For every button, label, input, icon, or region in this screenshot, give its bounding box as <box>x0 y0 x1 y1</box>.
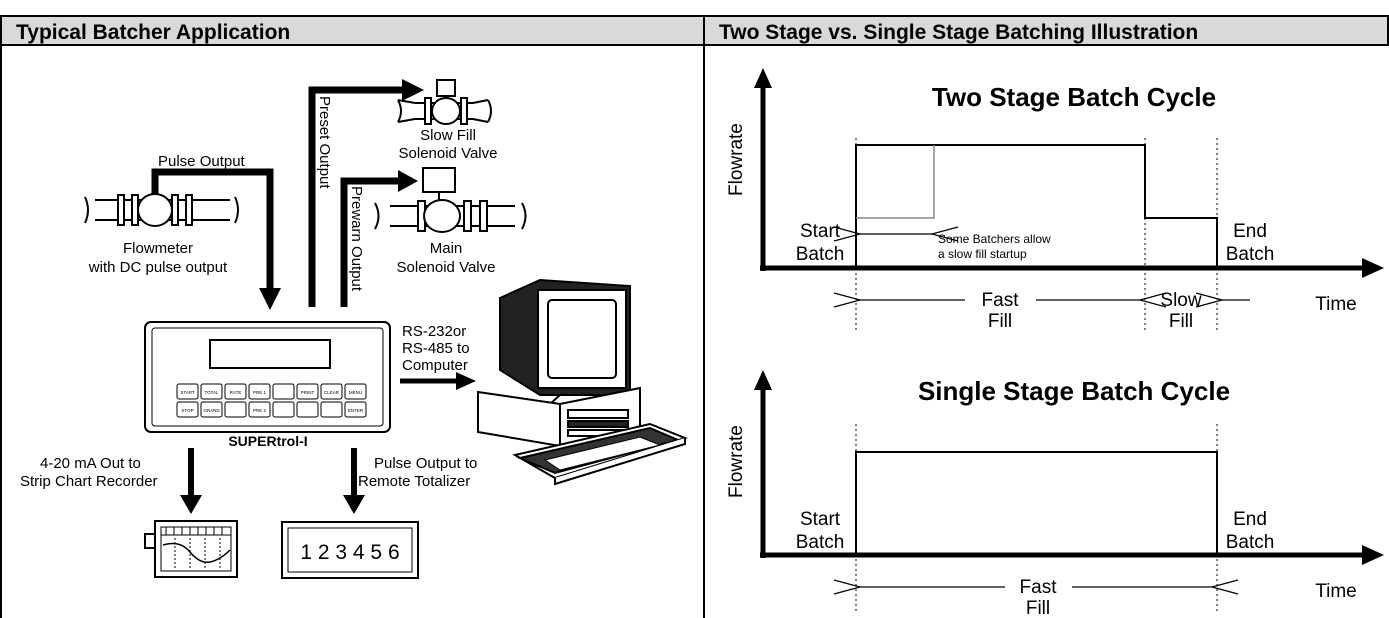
keypad-key <box>224 383 247 400</box>
preset-output-line <box>308 86 408 307</box>
pulse-output-line <box>151 168 274 300</box>
two-stage-start-label-2: Batch <box>796 244 845 265</box>
left-panel-title: Typical Batcher Application <box>0 15 703 46</box>
left-border <box>0 46 2 618</box>
keypad-key-label: STOP <box>181 408 193 413</box>
keypad-key <box>344 383 367 400</box>
strip-chart-recorder-icon <box>144 520 238 578</box>
two-stage-end-label-2: Batch <box>1226 244 1275 265</box>
keypad-key-label: CLEAR <box>324 390 340 395</box>
keypad-key <box>272 383 295 400</box>
single-stage-y-arrowhead <box>754 370 772 390</box>
two-stage-title: Two Stage Batch Cycle <box>932 82 1216 112</box>
single-stage-chart <box>754 370 1384 612</box>
keypad-key <box>320 401 343 418</box>
keypad-key <box>272 401 295 418</box>
two-stage-xlabel: Time <box>1315 294 1357 315</box>
keypad-key <box>320 383 343 400</box>
keypad-key <box>176 401 199 418</box>
pulse-output-label: Pulse Output <box>158 153 246 170</box>
device-display <box>209 339 331 369</box>
remote-totalizer-icon <box>281 521 419 579</box>
slow-fill-label-1: Slow Fill <box>420 127 476 144</box>
main-valve-label-1: Main <box>430 240 463 257</box>
preset-output-arrowhead <box>402 79 424 101</box>
two-stage-slow-label-2: Fill <box>1169 311 1193 332</box>
keypad-key <box>296 383 319 400</box>
main-valve-icon <box>374 167 527 233</box>
main-valve-label-2: Solenoid Valve <box>397 259 496 276</box>
po-label-1: Pulse Output to <box>374 455 477 472</box>
keypad-key <box>224 401 247 418</box>
center-divider <box>703 46 705 618</box>
prewarn-output-line <box>340 177 402 307</box>
prewarn-output-arrowhead <box>398 170 418 192</box>
keypad-key <box>176 383 199 400</box>
keypad-key-label: MENU <box>349 390 362 395</box>
two-stage-fast-label-2: Fill <box>988 311 1012 332</box>
single-stage-fast-label-1: Fast <box>1020 577 1058 598</box>
totalizer-digits: 1 2 3 4 5 6 <box>300 541 399 564</box>
two-stage-start-label-1: Start <box>800 221 841 242</box>
rs-label-1: RS-232or <box>402 323 466 340</box>
ma-arrowhead <box>180 495 202 514</box>
keypad-key-label: ENTER <box>348 408 364 413</box>
single-stage-ylabel: Flowrate <box>726 425 747 498</box>
single-stage-end-label-2: Batch <box>1226 532 1275 553</box>
single-stage-start-label-2: Batch <box>796 532 845 553</box>
keypad-key <box>248 383 271 400</box>
two-stage-y-arrowhead <box>754 68 772 88</box>
two-stage-slow-label-1: Slow <box>1160 290 1201 311</box>
ma-label-2: Strip Chart Recorder <box>20 473 158 490</box>
supertrol-device: START TOTAL RATE PRE 1 PRINT CLEAR MENU STOP GRA… <box>144 321 391 433</box>
keypad-key <box>296 401 319 418</box>
po-arrowhead <box>343 495 365 514</box>
ma-label-1: 4-20 mA Out to <box>40 455 141 472</box>
single-stage-fast-label-2: Fill <box>1026 598 1050 618</box>
two-stage-flow-profile <box>855 144 1218 268</box>
right-panel-title: Two Stage vs. Single Stage Batching Illu… <box>703 15 1389 46</box>
keypad-key-label: PRE 2 <box>253 408 267 413</box>
prewarn-output-label: Prewarn Output <box>348 186 365 292</box>
preset-output-label: Preset Output <box>316 96 333 189</box>
single-stage-title: Single Stage Batch Cycle <box>918 376 1230 406</box>
pulse-output-arrowhead <box>259 288 281 310</box>
slow-startup-note-2: a slow fill startup <box>938 247 1027 261</box>
flowmeter-icon <box>84 193 239 227</box>
rs-label-2: RS-485 to <box>402 340 470 357</box>
keypad-key-label: RATE <box>230 390 242 395</box>
rs-label-3: Computer <box>402 357 468 374</box>
two-stage-end-label-1: End <box>1233 221 1267 242</box>
two-stage-fast-label-1: Fast <box>982 290 1020 311</box>
single-stage-xlabel: Time <box>1315 581 1357 602</box>
single-stage-flow-profile <box>855 451 1218 555</box>
slow-fill-valve-icon <box>397 79 492 125</box>
rs-arrowhead <box>456 372 476 390</box>
keypad-key-label: START <box>180 390 195 395</box>
device-label: SUPERtrol-I <box>228 433 307 449</box>
computer-icon <box>477 278 689 486</box>
keypad-key <box>200 383 223 400</box>
keypad-key <box>248 401 271 418</box>
keypad-key-label: GRAND <box>203 408 220 413</box>
slow-startup-profile <box>856 145 935 219</box>
keypad-key-label: PRE 1 <box>253 390 267 395</box>
slow-fill-label-2: Solenoid Valve <box>399 145 498 162</box>
keypad-key-label: TOTAL <box>204 390 219 395</box>
flowmeter-label-2: with DC pulse output <box>88 259 228 276</box>
keypad-key-label: PRINT <box>301 390 315 395</box>
slow-startup-note-1: Some Batchers allow <box>938 232 1051 246</box>
device-keypad: START TOTAL RATE PRE 1 PRINT CLEAR MENU STOP GRA… <box>176 383 367 418</box>
two-stage-x-arrowhead <box>1362 258 1384 278</box>
flowmeter-label-1: Flowmeter <box>123 240 193 257</box>
two-stage-ylabel: Flowrate <box>726 123 747 196</box>
single-stage-x-arrowhead <box>1362 545 1384 565</box>
single-stage-end-label-1: End <box>1233 509 1267 530</box>
keypad-key <box>200 401 223 418</box>
keypad-key <box>344 401 367 418</box>
single-stage-start-label-1: Start <box>800 509 841 530</box>
po-label-2: Remote Totalizer <box>358 473 470 490</box>
